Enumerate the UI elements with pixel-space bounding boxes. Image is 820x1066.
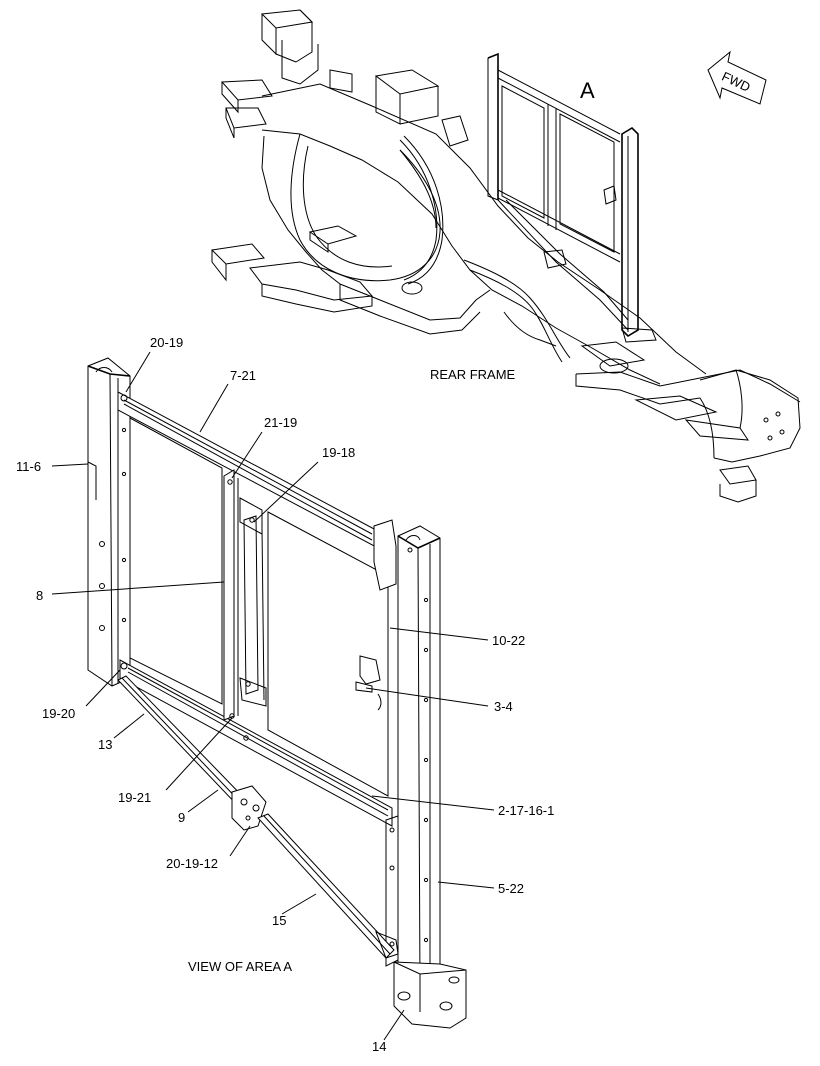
callout-9: 9 — [178, 810, 185, 825]
area-marker-label: A — [580, 78, 595, 103]
labels: A REAR FRAME VIEW OF AREA A 20-19 7-21 2… — [16, 78, 595, 1054]
callout-8: 8 — [36, 588, 43, 603]
callout-3-4: 3-4 — [494, 699, 513, 714]
area-a-detail-view — [87, 357, 467, 1029]
rear-frame-label: REAR FRAME — [430, 367, 516, 382]
view-caption: VIEW OF AREA A — [188, 959, 292, 974]
callout-15: 15 — [272, 913, 286, 928]
callout-11-6: 11-6 — [16, 459, 41, 474]
callout-2-17-16-1: 2-17-16-1 — [498, 803, 554, 818]
callout-14: 14 — [372, 1039, 386, 1054]
rear-frame-overview — [210, 9, 801, 503]
callout-21-19: 21-19 — [264, 415, 297, 430]
leader-lines — [51, 351, 495, 1041]
callout-20-19-12: 20-19-12 — [166, 856, 218, 871]
callout-5-22: 5-22 — [498, 881, 524, 896]
callout-19-21: 19-21 — [118, 790, 151, 805]
callout-20-19: 20-19 — [150, 335, 183, 350]
fwd-arrow-icon: FWD — [707, 50, 767, 105]
fwd-label: FWD — [720, 69, 753, 95]
callout-19-18: 19-18 — [322, 445, 355, 460]
callout-19-20: 19-20 — [42, 706, 75, 721]
callout-7-21: 7-21 — [230, 368, 256, 383]
callout-13: 13 — [98, 737, 112, 752]
callout-10-22: 10-22 — [492, 633, 525, 648]
